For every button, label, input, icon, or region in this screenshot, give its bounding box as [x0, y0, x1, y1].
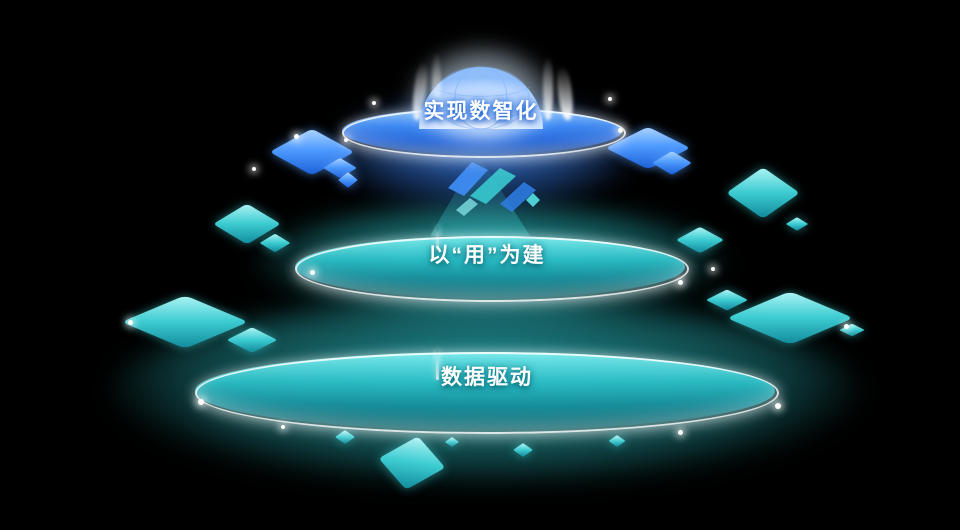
spark-dot-icon: [775, 403, 781, 409]
gem-face: [608, 435, 626, 447]
middle-tier-label: 以“用”为建: [428, 244, 546, 267]
gem-icon: [726, 291, 854, 345]
gem-icon: [652, 151, 692, 175]
spark-dot-icon: [844, 324, 849, 329]
spark-dot-icon: [618, 128, 623, 133]
top-tier-label: 实现数智化: [423, 100, 539, 123]
gem-face: [335, 430, 355, 444]
spark-dot-icon: [198, 399, 204, 405]
gem-icon: [335, 430, 355, 444]
spark-dot-icon: [344, 138, 348, 142]
spark-dot-icon: [711, 267, 715, 271]
gem-icon: [378, 436, 446, 490]
gem-face: [726, 167, 800, 219]
gem-face: [705, 289, 749, 311]
middle-label-beam: [436, 226, 439, 250]
spark-dot-icon: [608, 97, 612, 101]
gem-icon: [608, 435, 626, 447]
spark-dot-icon: [281, 425, 285, 429]
gem-icon: [338, 172, 358, 188]
gem-face: [259, 233, 291, 253]
gem-face: [785, 217, 809, 231]
gem-icon: [121, 295, 249, 349]
middle-tier-rim: [295, 236, 689, 302]
gem-icon: [259, 233, 291, 253]
gem-face: [513, 443, 533, 457]
bottom-label-beam: [436, 350, 439, 380]
gem-icon: [705, 289, 749, 311]
spark-dot-icon: [310, 270, 315, 275]
bottom-tier-label: 数据驱动: [441, 366, 533, 389]
gem-icon: [785, 217, 809, 231]
light-ray-icon: [543, 56, 553, 120]
gem-icon: [513, 443, 533, 457]
gem-face: [675, 226, 725, 254]
spark-dot-icon: [678, 430, 683, 435]
bottom-tier-rim: [195, 352, 779, 434]
spark-dot-icon: [294, 134, 299, 139]
gem-icon: [444, 437, 460, 447]
gem-icon: [726, 167, 800, 219]
gem-face: [338, 172, 358, 188]
gem-face: [226, 327, 278, 353]
spark-dot-icon: [678, 280, 683, 285]
gem-face: [444, 437, 460, 447]
gem-icon: [675, 226, 725, 254]
gem-icon: [213, 203, 281, 245]
light-ray-icon: [432, 52, 441, 120]
spark-dot-icon: [372, 101, 376, 105]
gem-face: [652, 151, 692, 175]
flow-arrows-icon: [430, 154, 540, 236]
spark-dot-icon: [252, 167, 256, 171]
spark-dot-icon: [128, 320, 133, 325]
gem-icon: [226, 327, 278, 353]
